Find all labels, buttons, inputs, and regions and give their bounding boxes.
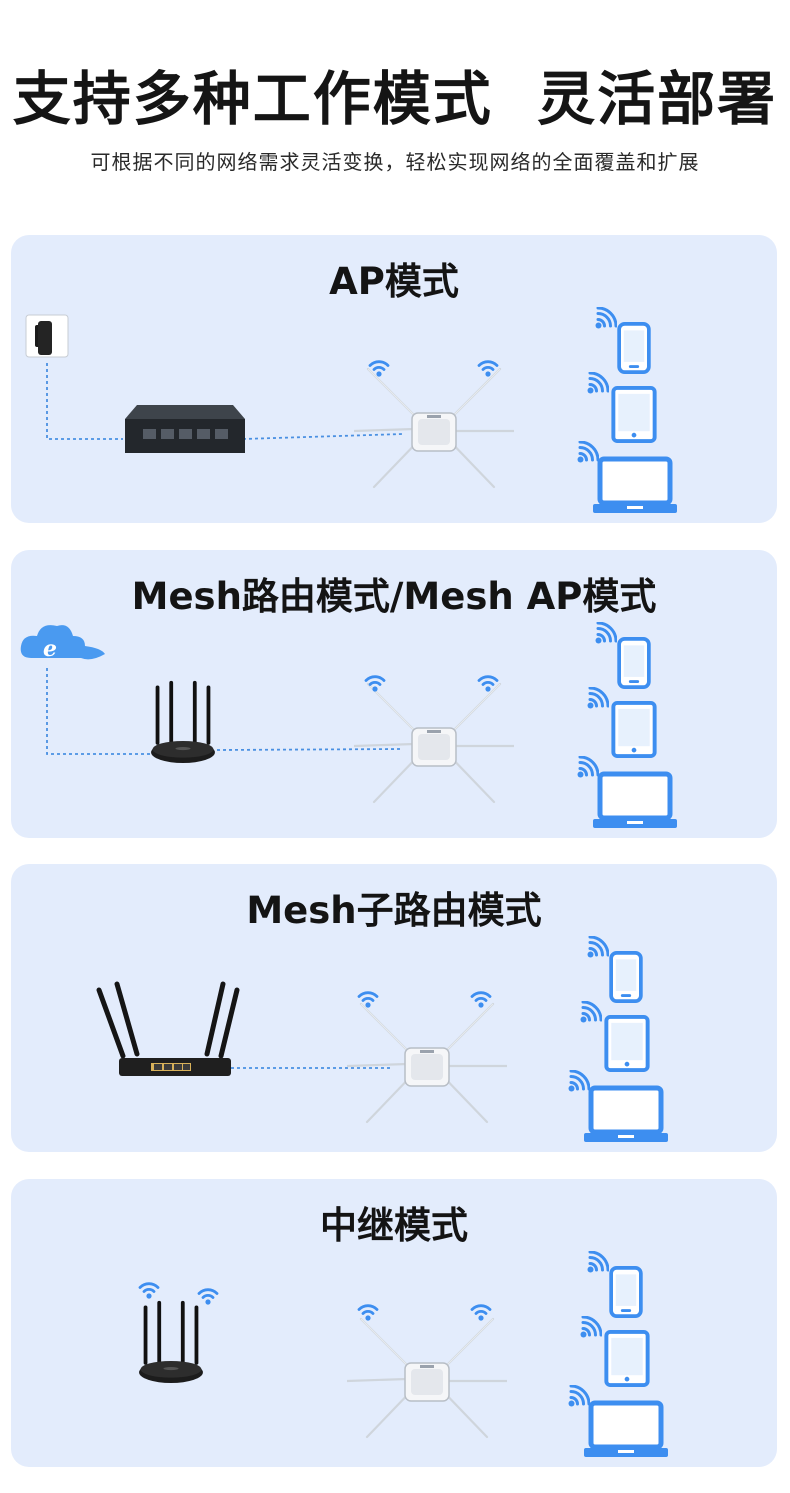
mode-card-mesh-router: Mesh路由模式/Mesh AP模式 e bbox=[11, 550, 777, 838]
mode-card-mesh-subrouter: Mesh子路由模式 bbox=[11, 864, 777, 1152]
wireless-router-icon bbox=[151, 680, 215, 763]
wifi-signal-icon bbox=[470, 1304, 492, 1321]
network-cable bbox=[242, 433, 404, 440]
laptop-icon bbox=[593, 459, 677, 513]
tablet-icon bbox=[604, 1015, 650, 1072]
smartphone-icon bbox=[617, 637, 651, 689]
wifi-signal-icon bbox=[138, 1282, 160, 1299]
ethernet-switch-icon bbox=[125, 405, 245, 453]
wifi-signal-icon bbox=[587, 372, 609, 394]
smartphone-icon bbox=[609, 951, 643, 1003]
wifi-signal-icon bbox=[568, 1385, 590, 1407]
wall-socket-icon bbox=[25, 314, 69, 358]
page-subtitle: 可根据不同的网络需求灵活变换，轻松实现网络的全面覆盖和扩展 bbox=[90, 150, 700, 174]
wireless-router-icon bbox=[96, 981, 240, 1076]
tablet-icon bbox=[611, 386, 657, 443]
repeater-mode-diagram bbox=[138, 1251, 777, 1467]
wifi-signal-icon bbox=[595, 622, 617, 644]
wifi-signal-icon bbox=[580, 1001, 602, 1023]
ceiling-access-point-icon bbox=[347, 1002, 507, 1124]
network-cable bbox=[46, 668, 151, 755]
mode-title: Mesh路由模式/Mesh AP模式 bbox=[131, 575, 657, 618]
mode-title: 中继模式 bbox=[320, 1204, 468, 1247]
wifi-signal-icon bbox=[587, 936, 609, 958]
mode-title: Mesh子路由模式 bbox=[246, 889, 542, 932]
laptop-icon bbox=[584, 1403, 668, 1457]
wifi-signal-icon bbox=[197, 1288, 219, 1305]
internet-cloud-icon: e bbox=[20, 625, 105, 662]
wifi-signal-icon bbox=[470, 991, 492, 1008]
wifi-signal-icon bbox=[364, 675, 386, 692]
ceiling-access-point-icon bbox=[354, 682, 514, 804]
mode-card-repeater: 中继模式 bbox=[11, 1179, 777, 1467]
laptop-icon bbox=[584, 1088, 668, 1142]
wifi-signal-icon bbox=[580, 1316, 602, 1338]
network-cable bbox=[46, 363, 123, 440]
smartphone-icon bbox=[617, 322, 651, 374]
smartphone-icon bbox=[609, 1266, 643, 1318]
mesh-router-mode-diagram: e bbox=[20, 622, 777, 838]
wifi-signal-icon bbox=[568, 1070, 590, 1092]
wifi-signal-icon bbox=[577, 756, 599, 778]
wifi-signal-icon bbox=[595, 307, 617, 329]
wifi-signal-icon bbox=[587, 687, 609, 709]
ceiling-access-point-icon bbox=[347, 1317, 507, 1439]
mode-title: AP模式 bbox=[329, 260, 459, 303]
ceiling-access-point-icon bbox=[354, 367, 514, 489]
tablet-icon bbox=[604, 1330, 650, 1387]
network-cable bbox=[216, 748, 404, 751]
mode-card-ap: AP模式 bbox=[11, 235, 777, 523]
wifi-signal-icon bbox=[577, 441, 599, 463]
mesh-subrouter-mode-diagram bbox=[96, 936, 777, 1152]
ap-mode-diagram bbox=[25, 307, 777, 523]
wireless-router-icon bbox=[139, 1300, 203, 1383]
laptop-icon bbox=[593, 774, 677, 828]
svg-text:e: e bbox=[43, 636, 57, 662]
page-title: 支持多种工作模式 灵活部署 bbox=[12, 65, 778, 133]
wifi-signal-icon bbox=[587, 1251, 609, 1273]
tablet-icon bbox=[611, 701, 657, 758]
